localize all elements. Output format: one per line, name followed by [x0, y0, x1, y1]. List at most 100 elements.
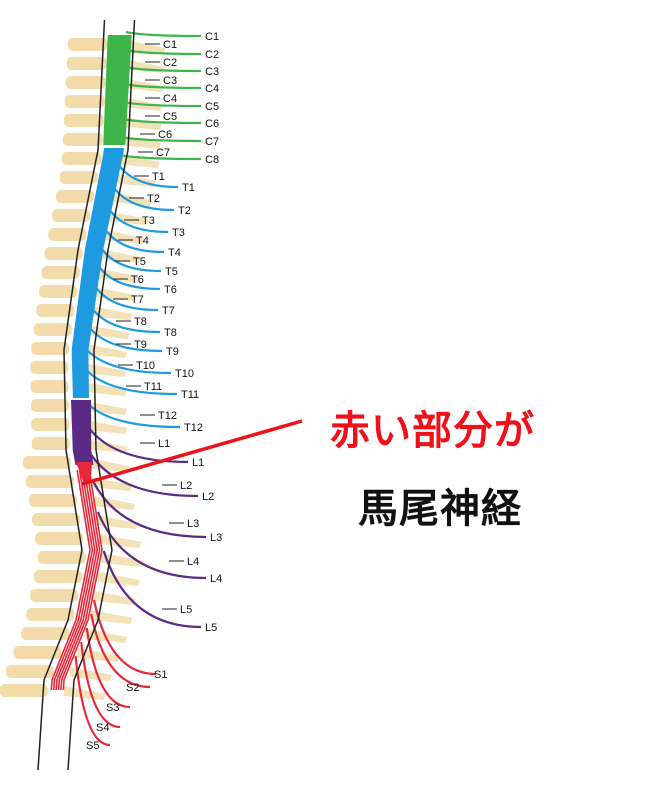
vertebral-body: [0, 684, 48, 697]
vertebra-label: T2: [147, 193, 160, 205]
nerve-label: T4: [168, 247, 181, 259]
nerve-label: T12: [184, 422, 203, 434]
vertebral-body: [31, 342, 70, 355]
nerve-l4: [96, 511, 207, 580]
nerve-c8: [118, 153, 202, 161]
vertebral-body: [56, 190, 94, 203]
vertebral-body: [31, 418, 70, 431]
vertebral-process: [117, 154, 160, 168]
vertebral-body: [26, 608, 75, 621]
nerve-s3: [85, 627, 131, 709]
vertebral-process: [102, 230, 145, 244]
vertebra-label: L4: [187, 556, 199, 568]
nerve-label: T8: [164, 327, 177, 339]
nerve-t1: [116, 162, 179, 189]
vertebral-process: [98, 249, 141, 263]
vertebral-process: [106, 211, 149, 225]
annotation-pointer-line: [81, 419, 303, 486]
nerve-label: L1: [192, 457, 204, 469]
vertebral-body: [41, 266, 80, 279]
nerve-s1: [92, 599, 157, 676]
nerve-t8: [90, 307, 161, 334]
vertebral-process: [110, 192, 152, 206]
nerve-label: S1: [154, 669, 167, 681]
vertebral-process: [101, 553, 144, 567]
thoracic-cord: [71, 148, 125, 398]
nerve-t10: [85, 348, 172, 375]
nerve-l3: [91, 480, 207, 539]
nerve-label: S5: [86, 740, 99, 752]
nerve-label: T5: [165, 266, 178, 278]
vertebra-label: T6: [131, 274, 144, 286]
vertebra-label: T12: [158, 410, 177, 422]
vertebral-body: [21, 627, 70, 640]
vertebra-label: T3: [142, 215, 155, 227]
nerve-label: L5: [205, 622, 217, 634]
vertebral-body: [35, 532, 84, 545]
cervical-cord: [103, 35, 132, 145]
nerve-label: C7: [205, 136, 219, 148]
vertebral-body: [26, 475, 74, 488]
vertebra-label: L1: [158, 438, 170, 450]
spinal-cord: [37, 19, 136, 771]
nerve-label: C1: [205, 31, 219, 43]
vertebra-label: T7: [131, 294, 144, 306]
nerve-s4: [80, 641, 121, 729]
nerve-label: C6: [205, 118, 219, 130]
vertebral-process: [94, 591, 137, 605]
cauda-equina-root: [50, 469, 91, 691]
nerve-label: S3: [106, 702, 119, 714]
nerve-t7: [94, 285, 159, 312]
nerve-t11: [85, 369, 178, 396]
vertebral-body: [22, 456, 71, 469]
labels: C1C2C3C4C5C6C7C8T1T2T3T4T5T6T7T8T9T10T11…: [86, 31, 222, 752]
nerve-label: S2: [126, 682, 139, 694]
vertebral-process: [70, 667, 112, 681]
vertebral-body: [67, 38, 108, 51]
vertebral-body: [52, 209, 91, 222]
nerve-label: C5: [205, 101, 219, 113]
nerve-s5: [74, 655, 111, 747]
vertebral-body: [44, 247, 83, 260]
nerve-t3: [107, 207, 169, 234]
vertebral-body: [65, 76, 106, 89]
vertebral-process: [63, 686, 106, 700]
cauda-equina-root: [60, 469, 101, 691]
vertebral-process: [85, 344, 128, 358]
vertebra-label: T11: [144, 381, 162, 393]
vertebra-label: T8: [134, 316, 147, 328]
lumbar-cord: [71, 400, 94, 465]
nerve-t5: [99, 246, 162, 273]
vertebral-body: [48, 228, 87, 241]
nerve-l5: [102, 550, 202, 629]
cauda-equina-root: [52, 469, 94, 691]
vertebral-body: [32, 513, 81, 526]
vertebral-body: [30, 380, 69, 393]
vertebral-body: [30, 589, 79, 602]
vertebra-label: C5: [163, 111, 177, 123]
vertebral-body: [29, 494, 78, 507]
nerve-label: T10: [175, 368, 194, 380]
nerve-label: L2: [202, 491, 214, 503]
nerve-label: C8: [205, 154, 219, 166]
vertebra-label: C3: [163, 75, 177, 87]
vertebra-label: T5: [133, 256, 146, 268]
vertebra-label: T9: [134, 339, 147, 351]
vertebra-label: C6: [158, 129, 172, 141]
nerve-l2: [87, 449, 199, 498]
vertebral-body: [64, 95, 105, 108]
vertebra-label: L5: [180, 604, 192, 616]
nerve-t4: [103, 227, 165, 254]
vertebra-label: C7: [156, 147, 170, 159]
vertebra-label: T4: [136, 235, 149, 247]
vertebral-body: [30, 399, 69, 412]
nerve-t9: [88, 326, 163, 353]
nerve-label: S4: [96, 722, 109, 734]
vertebra-label: L3: [187, 518, 199, 530]
nerve-t2: [111, 185, 175, 212]
spinal-nerves: [74, 30, 207, 747]
nerve-label: T7: [162, 305, 175, 317]
vertebral-body: [6, 665, 54, 678]
nerve-l1: [86, 425, 189, 464]
